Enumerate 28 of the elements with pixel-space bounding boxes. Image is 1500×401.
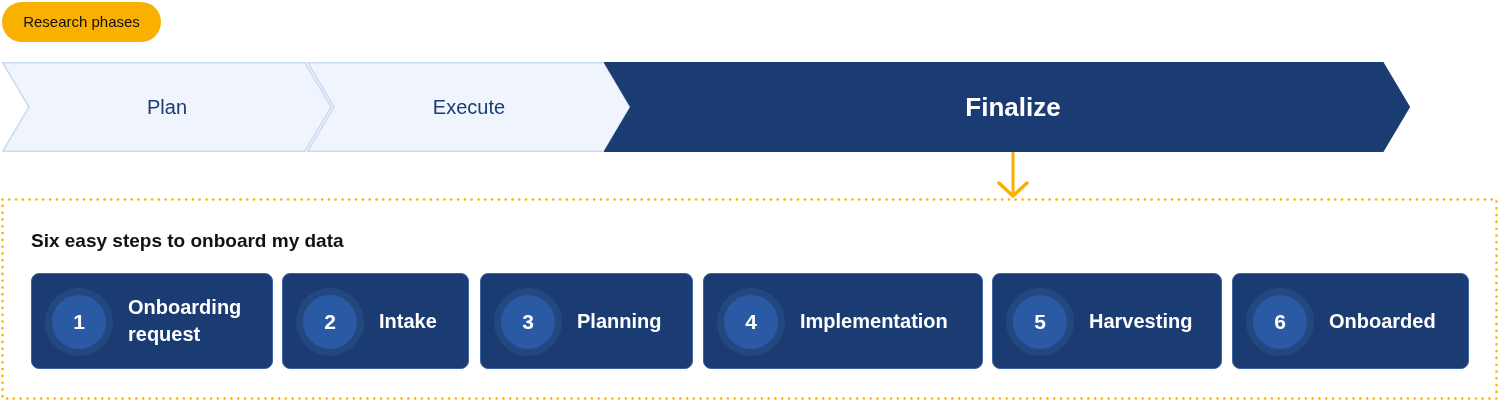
phase-label: Execute xyxy=(432,95,506,120)
step-card xyxy=(282,273,469,369)
step-card xyxy=(31,273,273,369)
step-label: Intake xyxy=(379,308,438,334)
step-number: 3 xyxy=(494,288,562,356)
phase-step xyxy=(307,62,631,152)
step-card xyxy=(480,273,693,369)
step-label: Implementation xyxy=(800,308,949,334)
step-card xyxy=(1232,273,1469,369)
step-number: 1 xyxy=(45,288,113,356)
phase-step xyxy=(2,62,332,152)
step-number: 2 xyxy=(296,288,364,356)
step-label: Onboarded xyxy=(1329,308,1437,334)
phase-label: Finalize xyxy=(965,90,1061,124)
step-number: 6 xyxy=(1246,288,1314,356)
phase-step xyxy=(604,62,1410,152)
step-label: Onboarding request xyxy=(128,295,243,347)
step-label: Planning xyxy=(577,308,663,334)
phase-label: Plan xyxy=(147,95,187,120)
step-card xyxy=(703,273,983,369)
panel-heading: Six easy steps to onboard my data xyxy=(31,229,344,253)
step-number: 5 xyxy=(1006,288,1074,356)
step-card xyxy=(992,273,1222,369)
step-number: 4 xyxy=(717,288,785,356)
step-label: Harvesting xyxy=(1089,308,1194,334)
steps-panel xyxy=(1,198,1498,400)
arrow xyxy=(997,152,1029,198)
category-tag: Research phases xyxy=(2,2,161,42)
